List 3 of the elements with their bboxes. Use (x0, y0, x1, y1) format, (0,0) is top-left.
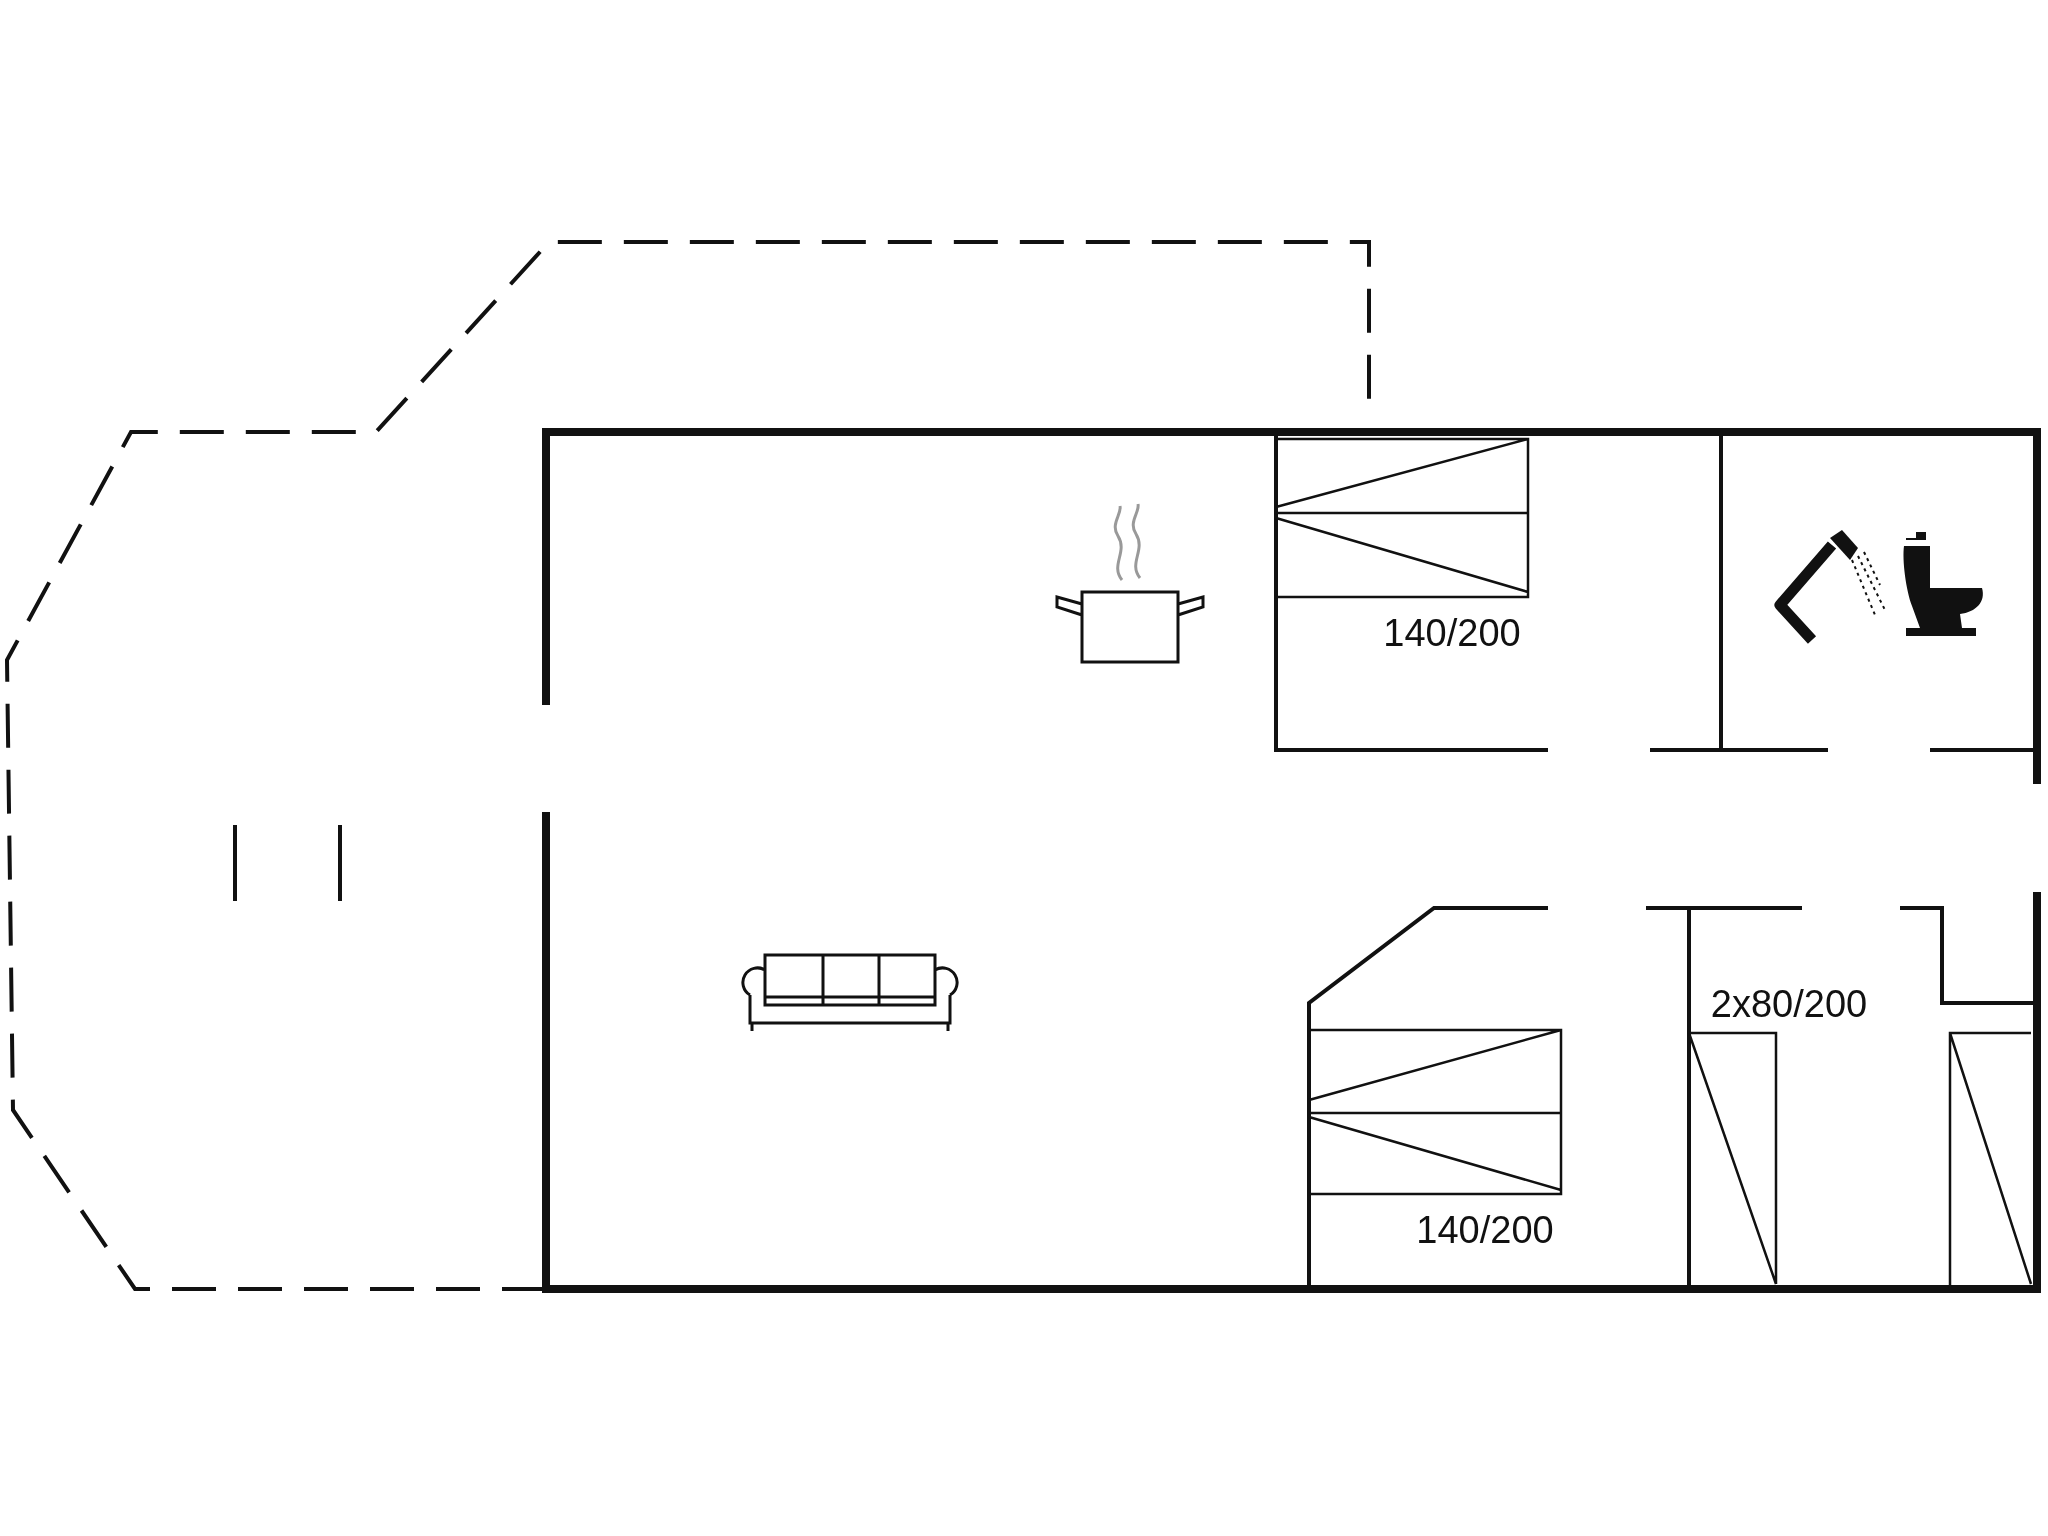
bed-size-label: 140/200 (1416, 1208, 1554, 1252)
bed-size-label: 2x80/200 (1710, 982, 1868, 1026)
bed-size-label: 140/200 (1383, 611, 1521, 655)
